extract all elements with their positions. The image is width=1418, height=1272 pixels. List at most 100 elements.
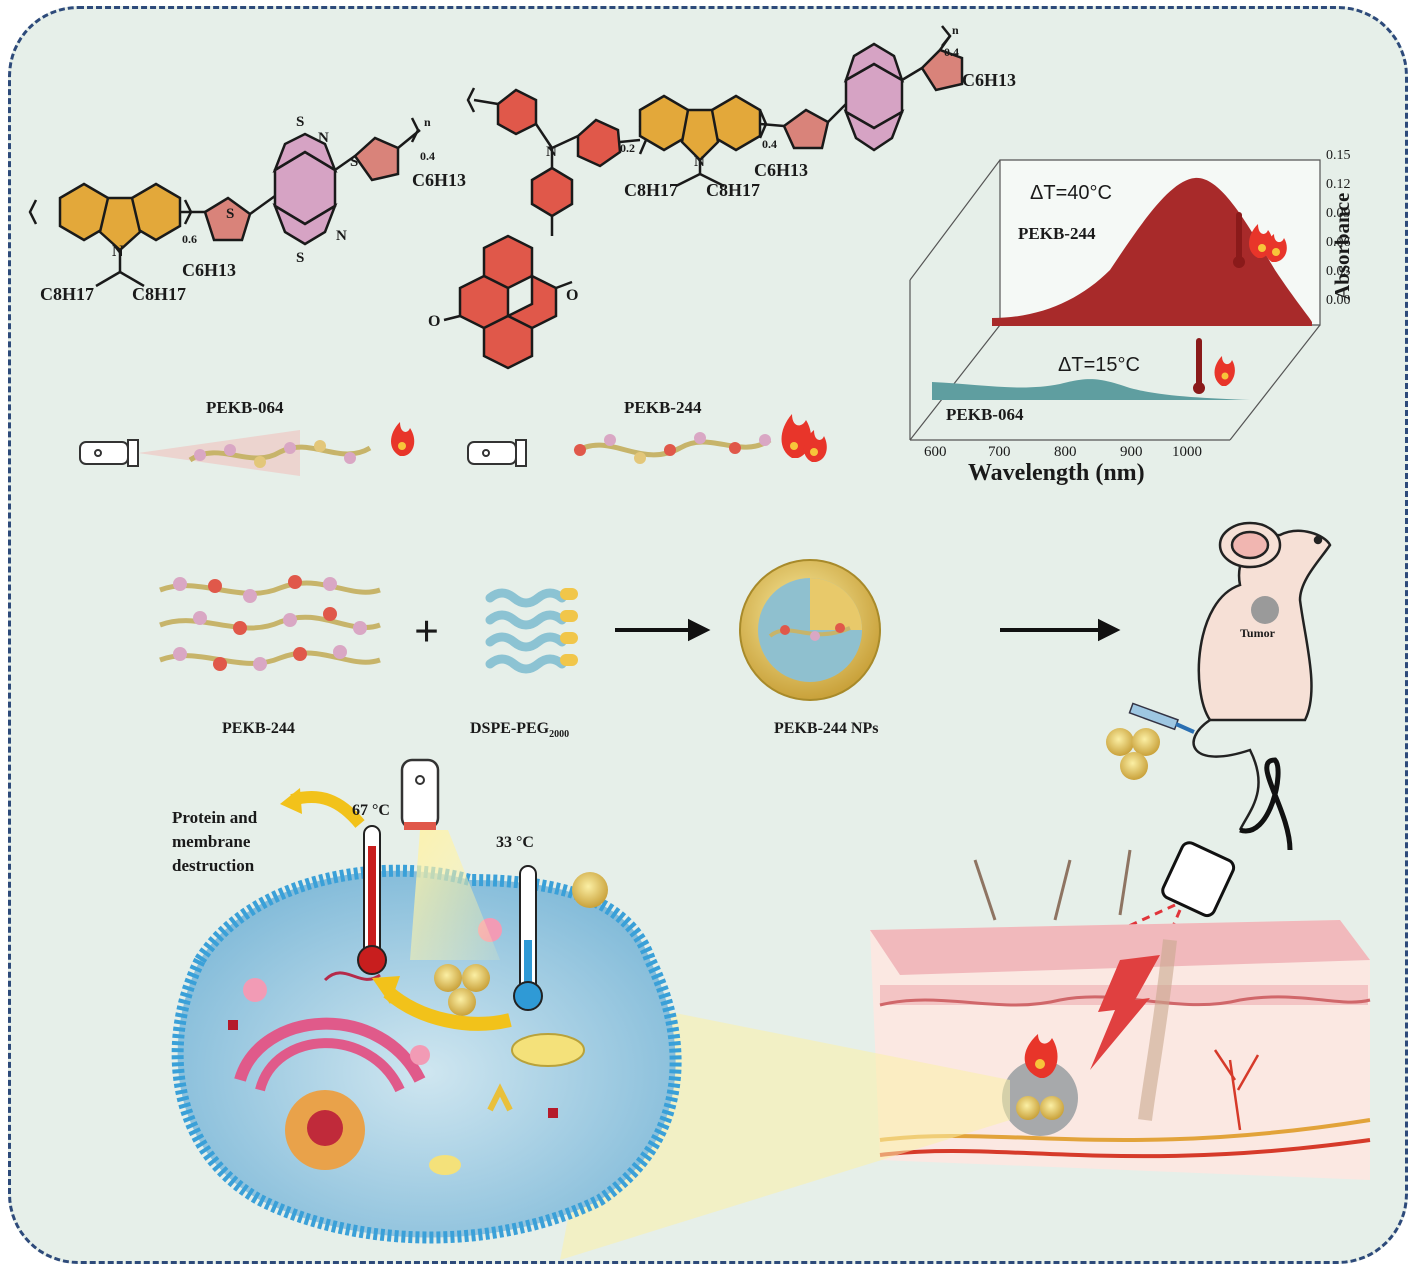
spectrum-pekb-064 [932,379,1250,400]
phenyl-2 [576,118,622,168]
right-polymer-structure [443,25,964,370]
thermometer-hot-icon [1233,212,1245,268]
arrow-to-nanoparticle [615,618,711,642]
flashlight-1-icon [79,439,139,467]
tumor-in-skin [1002,1060,1078,1136]
label-temp-33: 33 °C [496,834,534,851]
thiophene-r-2 [920,48,964,92]
atom-n-carbazole: N [694,154,705,170]
y-tick-0.06: 0.06 [1326,235,1351,250]
polymer-bundle-pekb-244 [159,575,381,671]
label-pekb-244-top: PEKB-244 [624,398,702,417]
thermometer-cold-cell-icon [513,865,543,1011]
atom-s-3: S [296,114,304,130]
phenyl-3 [530,166,574,218]
nanoparticles-in-cell [434,872,608,1016]
atom-n-amine: N [546,144,557,160]
spectrum-pekb-244 [992,177,1312,326]
label-dspe-peg-main: DSPE-PEG [470,720,550,737]
atom-n-1: N [318,130,329,146]
fire-tumor-icon [1024,1034,1058,1078]
heat-transfer-arrow [372,976,512,1031]
carbazole-r-pyrrole [680,108,720,162]
laser-probe-icon [1161,841,1236,918]
flashlight-2-icon [467,439,527,467]
x-tick-1000: 1000 [1172,444,1202,460]
x-tick-800: 800 [1054,444,1077,460]
plus-sign: + [414,607,440,656]
label-temp-67: 67 °C [352,802,390,819]
subscript-06: 0.6 [182,232,197,246]
label-dspe-peg: DSPE-PEG2000 [470,720,569,740]
dspe-peg-icon [485,588,567,674]
nanoparticle-large [739,559,881,701]
laser-cable [1239,757,1293,851]
thermometer-hot-cell-icon [357,825,387,975]
nanoparticle-cluster-mouse [1106,728,1160,780]
substituent-r-c8h17-b: C8H17 [706,180,760,200]
label-protein-line-1: Protein and [172,808,258,827]
thiophene-r-1 [782,108,830,150]
delta-t-40: ΔT=40°C [1030,182,1112,204]
polymer-chain-pekb-244 [573,432,772,464]
mouse-illustration [1192,521,1332,831]
label-protein-destruction: Protein and membrane destruction [172,806,257,878]
label-protein-line-2: membrane [172,832,251,851]
cell-illustration [171,864,682,1244]
subscript-r-04a: 0.4 [762,137,777,151]
fire-pekb-064-icon [391,422,415,456]
fire-large-icon [1249,224,1287,262]
laser-bolt [1090,955,1160,1070]
phenyl-1 [496,88,538,136]
thiophene-ring-1 [203,196,252,242]
atom-s-2: S [350,154,358,170]
y-tick-0.12: 0.12 [1326,177,1351,192]
fire-small-icon [1214,356,1235,386]
substituent-r-c6h13-a: C6H13 [754,160,808,180]
atom-n-left: N [112,243,124,260]
subscript-r-04b: 0.4 [944,45,959,59]
substituent-r-c6h13-b: C6H13 [962,70,1016,90]
y-tick-0.00: 0.00 [1326,293,1351,308]
subscript-n: n [424,115,431,129]
right-polymer-atoms: N N O O C8H17 C8H17 C6H13 C6H13 0.2 0.4 … [428,23,1016,330]
carbazole-pyrrole [98,196,142,252]
destruction-arrow [280,788,365,828]
thermometer-cool-icon [1193,338,1205,394]
y-tick-0.09: 0.09 [1326,206,1351,221]
label-dspe-peg-sub: 2000 [549,729,570,741]
delta-t-15: ΔT=15°C [1058,354,1140,376]
x-tick-600: 600 [924,444,947,460]
label-protein-line-3: destruction [172,856,255,875]
y-axis-label: Absorbance [1330,192,1354,300]
btd-ring-top [272,132,338,173]
atom-o-2: O [428,313,440,330]
btd-r-top [843,42,905,83]
label-pekb-244-nps: PEKB-244 NPs [774,720,879,737]
substituent-c8h17-b: C8H17 [132,284,186,304]
substituent-c8h17-a: C8H17 [40,284,94,304]
tumor-spot [1251,596,1279,624]
x-axis-label: Wavelength (nm) [968,460,1145,486]
x-tick-700: 700 [988,444,1011,460]
atom-s-1: S [226,206,234,222]
laser-beam-cell [410,830,500,960]
label-pekb-064-top: PEKB-064 [206,398,284,417]
label-pekb-244-bottom: PEKB-244 [222,720,295,737]
subscript-r-02: 0.2 [620,141,635,155]
y-tick-0.15: 0.15 [1326,148,1351,163]
label-tumor: Tumor [1240,626,1275,640]
injection-syringe-icon [1128,702,1195,734]
subscript-r-n: n [952,23,959,37]
laser-pointer-cell-icon [400,758,440,830]
subscript-04: 0.4 [420,149,435,163]
substituent-r-c8h17-a: C8H17 [624,180,678,200]
left-polymer-structure [28,117,421,288]
x-tick-900: 900 [1120,444,1143,460]
thiophene-ring-2 [353,136,400,182]
atom-s-4: S [296,250,304,266]
polymer-chain-pekb-064 [188,440,372,468]
legend-pekb-244: PEKB-244 [1018,224,1096,243]
